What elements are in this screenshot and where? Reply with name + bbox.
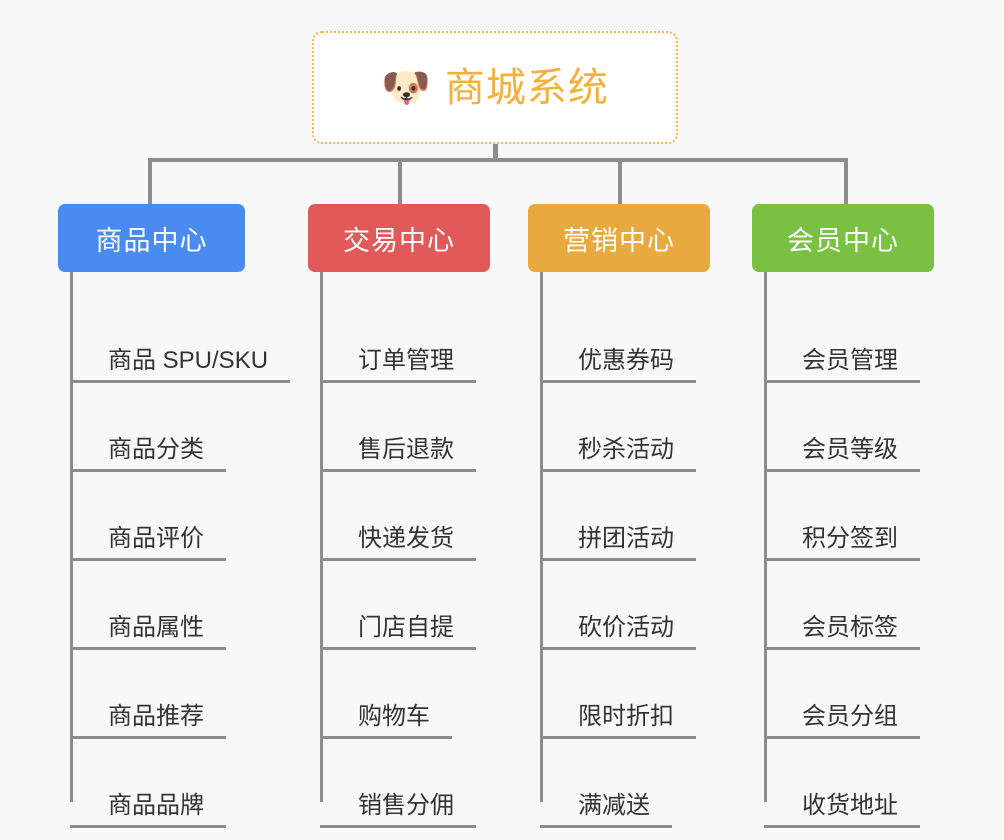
list-item[interactable]: 商品评价 xyxy=(70,472,290,561)
category-title-3: 营销中心 xyxy=(563,225,675,256)
leaf-list-4: 会员管理 会员等级 积分签到 会员标签 会员分组 收货地址 xyxy=(764,272,934,828)
list-item[interactable]: 商品推荐 xyxy=(70,650,290,739)
list-item[interactable]: 销售分佣 xyxy=(320,739,490,828)
category-header-2[interactable]: 交易中心 xyxy=(308,204,490,272)
leaf-label: 购物车 xyxy=(320,705,452,739)
list-item[interactable]: 快递发货 xyxy=(320,472,490,561)
list-item[interactable]: 商品属性 xyxy=(70,561,290,650)
trunk-line-2 xyxy=(320,272,323,802)
list-item[interactable]: 会员分组 xyxy=(764,650,934,739)
trunk-line-3 xyxy=(540,272,543,802)
leaf-label: 商品 SPU/SKU xyxy=(70,349,291,383)
list-item[interactable]: 会员标签 xyxy=(764,561,934,650)
list-item[interactable]: 会员管理 xyxy=(764,294,934,383)
list-item[interactable]: 积分签到 xyxy=(764,472,934,561)
leaf-label: 会员管理 xyxy=(764,349,920,383)
leaf-label: 砍价活动 xyxy=(540,616,696,650)
leaf-label: 订单管理 xyxy=(320,349,476,383)
list-item[interactable]: 门店自提 xyxy=(320,561,490,650)
category-title-2: 交易中心 xyxy=(343,225,455,256)
list-item[interactable]: 限时折扣 xyxy=(540,650,710,739)
leaf-list-3: 优惠券码 秒杀活动 拼团活动 砍价活动 限时折扣 满减送 xyxy=(540,272,710,828)
leaf-label: 商品属性 xyxy=(70,616,226,650)
leaf-label: 会员标签 xyxy=(764,616,920,650)
leaf-label: 秒杀活动 xyxy=(540,438,696,472)
list-item[interactable]: 商品品牌 xyxy=(70,739,290,828)
connector-drop-3 xyxy=(618,158,622,206)
leaf-label: 商品评价 xyxy=(70,527,226,561)
list-item[interactable]: 秒杀活动 xyxy=(540,383,710,472)
category-title-1: 商品中心 xyxy=(95,225,208,256)
leaf-label: 会员等级 xyxy=(764,438,920,472)
leaf-label: 收货地址 xyxy=(764,794,920,828)
leaf-label: 积分签到 xyxy=(764,527,920,561)
list-item[interactable]: 购物车 xyxy=(320,650,490,739)
leaf-list-2: 订单管理 售后退款 快递发货 门店自提 购物车 销售分佣 xyxy=(320,272,490,828)
category-column-交易中心: 交易中心 订单管理 售后退款 快递发货 门店自提 购物车 销售分佣 xyxy=(308,204,490,828)
leaf-label: 销售分佣 xyxy=(320,794,476,828)
list-item[interactable]: 会员等级 xyxy=(764,383,934,472)
leaf-label: 优惠券码 xyxy=(540,349,696,383)
leaf-label: 快递发货 xyxy=(320,527,476,561)
list-item[interactable]: 收货地址 xyxy=(764,739,934,828)
connector-horizontal-bus xyxy=(148,158,848,162)
dog-face-icon: 🐶 xyxy=(381,65,431,110)
category-header-1[interactable]: 商品中心 xyxy=(58,204,245,272)
category-title-4: 会员中心 xyxy=(787,225,899,256)
list-item[interactable]: 商品分类 xyxy=(70,383,290,472)
list-item[interactable]: 商品 SPU/SKU xyxy=(70,294,291,383)
category-column-商品中心: 商品中心 商品 SPU/SKU 商品分类 商品评价 商品属性 商品推荐 商品品牌 xyxy=(58,204,291,828)
leaf-label: 限时折扣 xyxy=(540,705,696,739)
leaf-label: 售后退款 xyxy=(320,438,476,472)
category-column-营销中心: 营销中心 优惠券码 秒杀活动 拼团活动 砍价活动 限时折扣 满减送 xyxy=(528,204,710,828)
list-item[interactable]: 优惠券码 xyxy=(540,294,710,383)
list-item[interactable]: 订单管理 xyxy=(320,294,490,383)
category-header-4[interactable]: 会员中心 xyxy=(752,204,934,272)
connector-drop-4 xyxy=(844,158,848,206)
trunk-line-4 xyxy=(764,272,767,802)
root-title: 商城系统 xyxy=(444,65,609,110)
trunk-line-1 xyxy=(70,272,73,802)
leaf-label: 商品推荐 xyxy=(70,705,226,739)
list-item[interactable]: 拼团活动 xyxy=(540,472,710,561)
leaf-label: 会员分组 xyxy=(764,705,920,739)
connector-root-stem xyxy=(493,144,498,162)
leaf-label: 拼团活动 xyxy=(540,527,696,561)
list-item[interactable]: 满减送 xyxy=(540,739,710,828)
root-node[interactable]: 🐶 商城系统 xyxy=(312,31,678,144)
leaf-list-1: 商品 SPU/SKU 商品分类 商品评价 商品属性 商品推荐 商品品牌 xyxy=(70,272,291,828)
leaf-label: 商品品牌 xyxy=(70,794,226,828)
leaf-label: 满减送 xyxy=(540,794,672,828)
list-item[interactable]: 售后退款 xyxy=(320,383,490,472)
connector-drop-1 xyxy=(148,158,152,206)
leaf-label: 商品分类 xyxy=(70,438,226,472)
leaf-label: 门店自提 xyxy=(320,616,476,650)
list-item[interactable]: 砍价活动 xyxy=(540,561,710,650)
category-header-3[interactable]: 营销中心 xyxy=(528,204,710,272)
category-column-会员中心: 会员中心 会员管理 会员等级 积分签到 会员标签 会员分组 收货地址 xyxy=(752,204,934,828)
connector-drop-2 xyxy=(398,158,402,206)
